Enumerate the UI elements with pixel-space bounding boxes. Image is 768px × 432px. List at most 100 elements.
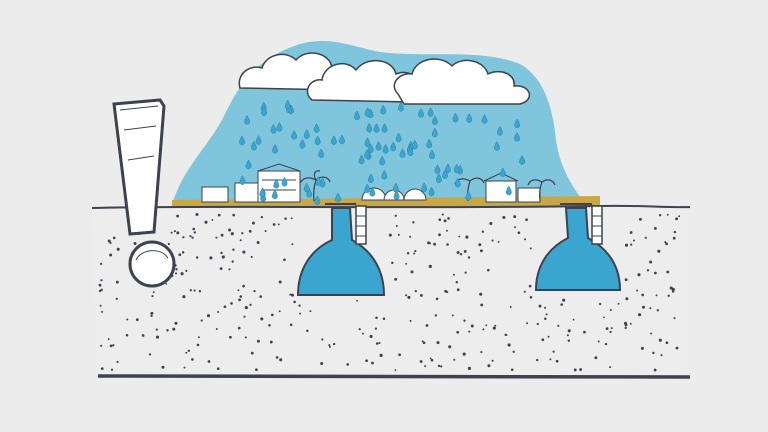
soil-dot: [513, 215, 517, 219]
soil-dot: [583, 330, 586, 334]
soil-dot: [244, 306, 248, 310]
soil-dot: [605, 327, 609, 330]
soil-dot: [529, 247, 532, 250]
soil-dot: [410, 270, 414, 274]
soil-dot: [242, 284, 245, 288]
soil-dot: [176, 231, 180, 235]
raindrop-icon: [358, 154, 365, 165]
soil-dot: [437, 364, 441, 368]
soil-dot: [394, 277, 398, 281]
soil-dot: [456, 288, 460, 292]
soil-dot: [609, 309, 612, 311]
soil-dot: [320, 362, 324, 365]
soil-dot: [458, 235, 461, 238]
soil-dot: [173, 230, 176, 233]
soil-dot: [658, 214, 662, 217]
soil-dot: [406, 251, 410, 255]
soil-dot: [209, 256, 213, 260]
soil-dot: [446, 229, 448, 232]
soil-dot: [293, 300, 296, 304]
soil-dot: [290, 293, 294, 297]
soil-dot: [638, 217, 642, 221]
soil-dot: [109, 241, 112, 245]
soil-dot: [629, 322, 632, 325]
soil-dot: [253, 290, 256, 293]
soil-dot: [562, 298, 566, 302]
soil-dot: [185, 269, 188, 272]
soil-dot: [289, 293, 292, 296]
soil-dot: [597, 340, 600, 343]
soil-dot: [536, 322, 539, 326]
soil-dot: [268, 324, 271, 327]
raindrop-icon: [427, 107, 434, 117]
raindrop-icon: [390, 141, 397, 152]
raindrop-icon: [393, 190, 400, 200]
soil-dot: [642, 305, 645, 309]
soil-dot: [382, 317, 386, 321]
soil-dot: [625, 297, 629, 301]
soil-dot: [191, 236, 194, 239]
soil-dot: [557, 324, 560, 327]
raindrop-icon: [382, 143, 389, 154]
soil-dot: [112, 236, 116, 240]
raindrop-icon: [366, 122, 373, 133]
soil-dot: [278, 280, 282, 284]
soil-dot: [624, 278, 628, 282]
raindrop-icon: [270, 123, 277, 134]
raindrop-icon: [445, 163, 451, 174]
raindrop-icon: [505, 185, 512, 196]
soil-dot: [650, 332, 653, 335]
soil-dot: [394, 369, 397, 372]
soil-dot: [198, 290, 202, 293]
raindrop-icon: [465, 190, 472, 201]
soil-dot: [229, 335, 232, 339]
soil-dot: [560, 303, 564, 306]
soil-layer: [92, 206, 688, 378]
soil-dot: [369, 334, 373, 338]
soil-dot: [391, 261, 394, 265]
raindrop-icon: [481, 114, 488, 124]
soil-dot: [395, 225, 398, 227]
soil-dot: [216, 367, 220, 371]
soil-dot: [517, 231, 521, 235]
soil-dot: [109, 344, 113, 348]
soil-dot: [237, 289, 240, 292]
soil-dot: [241, 232, 244, 235]
soil-dot: [624, 323, 628, 327]
soil-dot: [166, 329, 169, 332]
soil-dot: [644, 236, 647, 239]
soil-dot: [654, 271, 657, 275]
soil-dot: [413, 252, 416, 255]
raindrop-icon: [454, 177, 461, 188]
soil-dot: [284, 217, 287, 220]
raindrop-icon: [514, 118, 521, 129]
soil-dot: [624, 326, 627, 330]
soil-dot: [228, 268, 231, 271]
soil-dot: [228, 228, 232, 232]
soil-dot: [291, 243, 294, 246]
soil-dot: [195, 213, 199, 216]
soil-dot: [101, 310, 104, 313]
soil-dot: [175, 268, 178, 271]
soil-dot: [243, 315, 246, 318]
soil-dot: [133, 242, 137, 245]
soil-dot: [555, 359, 559, 363]
soil-dot: [332, 342, 336, 346]
soil-dot: [321, 338, 324, 341]
soil-dot: [465, 235, 469, 239]
raindrop-icon: [381, 123, 388, 133]
soil-dot: [463, 249, 467, 253]
ground-line: [91, 204, 691, 209]
raindrop-icon: [399, 148, 406, 158]
soil-dot: [215, 236, 218, 239]
soil-dot: [673, 230, 677, 234]
soil-dot: [272, 223, 276, 226]
soil-dot: [414, 290, 417, 293]
soil-dot: [178, 253, 182, 257]
soil-dot: [112, 344, 115, 347]
soil-dot: [182, 295, 186, 299]
soil-dot: [524, 238, 526, 241]
raindrop-icon: [426, 138, 433, 149]
soil-dot: [482, 328, 485, 331]
